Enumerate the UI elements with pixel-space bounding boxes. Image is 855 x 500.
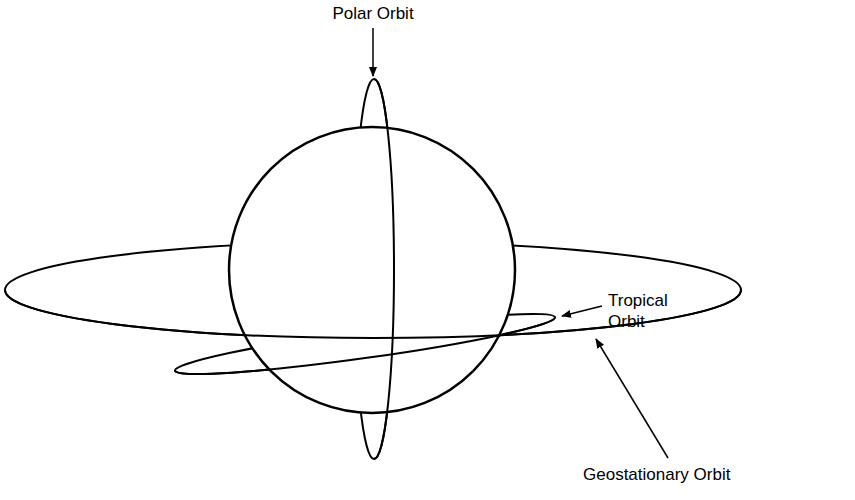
orbit-label: Polar Orbit <box>332 3 413 24</box>
tropical-orbit-front <box>175 317 557 384</box>
orbit-label: Geostationary Orbit <box>583 464 730 485</box>
geostationary-orbit-front <box>5 290 741 338</box>
leader-arrow <box>596 339 668 458</box>
leader-arrow <box>372 28 374 76</box>
polar-orbit-front <box>374 79 394 459</box>
orbit-label: Tropical Orbit <box>608 290 680 332</box>
leader-arrow <box>562 306 602 316</box>
